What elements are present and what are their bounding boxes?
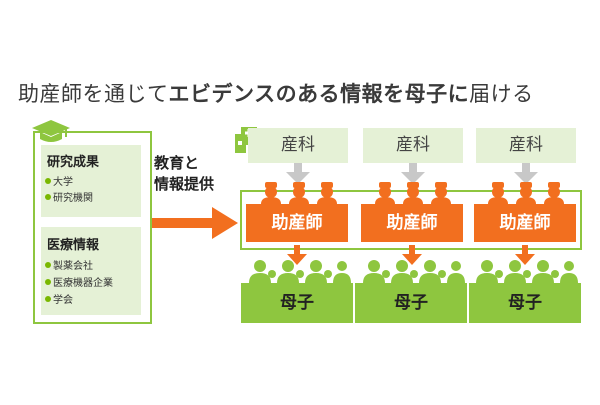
title-part3: 届ける [469, 82, 534, 106]
medical-item: 製薬会社 [45, 257, 93, 272]
orange-down-arrow [402, 245, 422, 265]
title-part1: 助産師を通じて [18, 82, 169, 106]
research-item: 大学 [45, 173, 73, 188]
research-panel: 研究成果 大学 研究機関 [41, 145, 141, 217]
medical-panel: 医療情報 製薬会社 医療機器企業 学会 [41, 227, 141, 315]
medical-item: 医療機器企業 [45, 274, 113, 289]
orange-down-arrow [287, 245, 307, 265]
obstetrics-box: 産科 [248, 128, 348, 163]
obstetrics-box: 産科 [476, 128, 576, 163]
midwife-group-icon [375, 182, 451, 204]
research-item: 研究機関 [45, 189, 93, 204]
midwife-group-icon [261, 182, 337, 204]
down-arrow [514, 163, 538, 184]
mother-child-group-icon [476, 260, 578, 283]
source-box: 研究成果 大学 研究機関 医療情報 製薬会社 医療機器企業 学会 [33, 131, 152, 324]
orange-down-arrow [515, 245, 535, 265]
mother-child-box: 母子 [241, 283, 353, 323]
down-arrow [401, 163, 425, 184]
down-arrow [286, 163, 310, 184]
flow-label-line1: 教育と [154, 154, 200, 172]
mother-child-box: 母子 [355, 283, 467, 323]
mother-child-box: 母子 [469, 283, 581, 323]
mother-child-group-icon [363, 260, 465, 283]
midwife-box: 助産師 [246, 204, 348, 242]
graduation-cap-icon [32, 120, 70, 142]
midwife-box: 助産師 [474, 204, 576, 242]
mother-child-group-icon [249, 260, 351, 283]
medical-item: 学会 [45, 291, 73, 306]
main-flow-arrow [152, 207, 238, 239]
obstetrics-box: 産科 [363, 128, 463, 163]
flow-label: 教育と 情報提供 [154, 153, 214, 195]
medical-heading: 医療情報 [47, 238, 100, 253]
flow-label-line2: 情報提供 [154, 175, 215, 193]
midwife-box: 助産師 [361, 204, 463, 242]
research-heading: 研究成果 [47, 155, 100, 170]
title-part2: エビデンスのある情報を母子に [168, 82, 470, 106]
midwife-group-icon [488, 182, 564, 204]
page-title: 助産師を通じてエビデンスのある情報を母子に届ける [18, 78, 598, 108]
